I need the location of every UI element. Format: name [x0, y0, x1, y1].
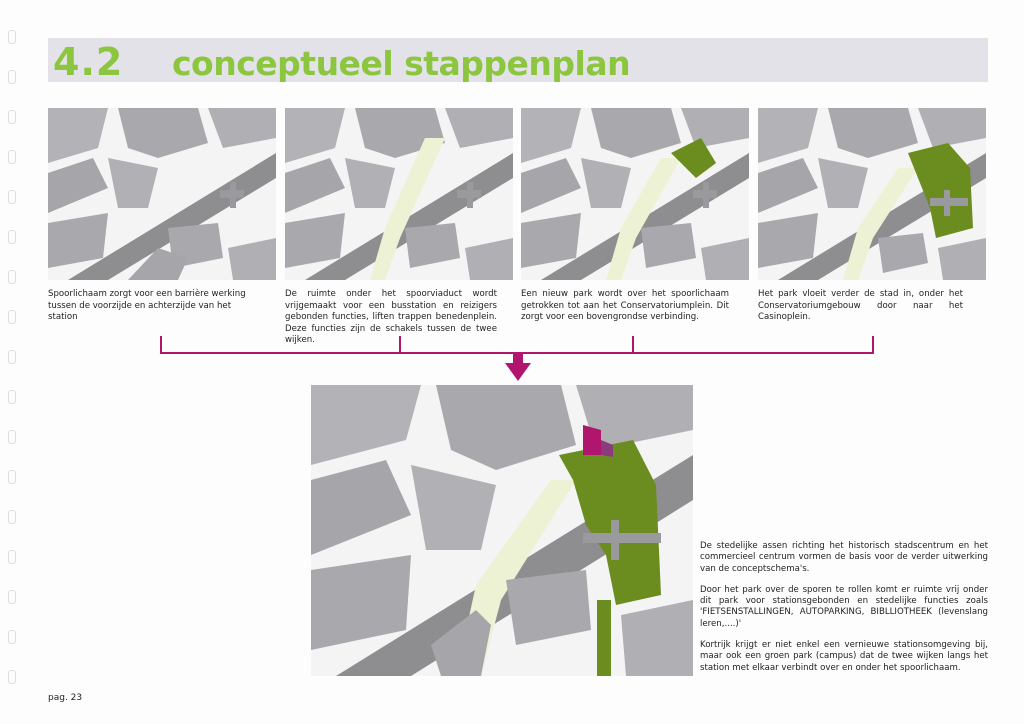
section-number: 4.2 [53, 40, 124, 84]
section-title: conceptueel stappenplan [172, 44, 631, 83]
step-4-diagram [758, 108, 986, 280]
description-paragraph: De stedelijke assen richting het histori… [700, 541, 988, 574]
description-text: De stedelijke assen richting het histori… [700, 541, 988, 684]
step-4-caption: Het park vloeit verder de stad in, onder… [758, 289, 963, 322]
step-3-caption: Een nieuw park wordt over het spoorlicha… [521, 289, 729, 322]
binder-holes [4, 0, 18, 724]
step-3-diagram [521, 108, 749, 280]
step-1-diagram [48, 108, 276, 280]
final-concept-diagram [311, 385, 693, 676]
down-arrow-icon [505, 352, 531, 386]
step-1-caption: Spoorlichaam zorgt voor een barrière wer… [48, 289, 246, 322]
title-band [48, 38, 988, 82]
connector-tick [632, 336, 634, 352]
description-paragraph: Door het park over de sporen te rollen k… [700, 584, 988, 629]
page-number: pag. 23 [48, 693, 83, 703]
step-2-diagram [285, 108, 513, 280]
step-2-caption: De ruimte onder het spoorviaduct wordt v… [285, 289, 497, 345]
connector-tick [399, 336, 401, 352]
description-paragraph: Kortrijk krijgt er niet enkel een vernie… [700, 640, 988, 673]
